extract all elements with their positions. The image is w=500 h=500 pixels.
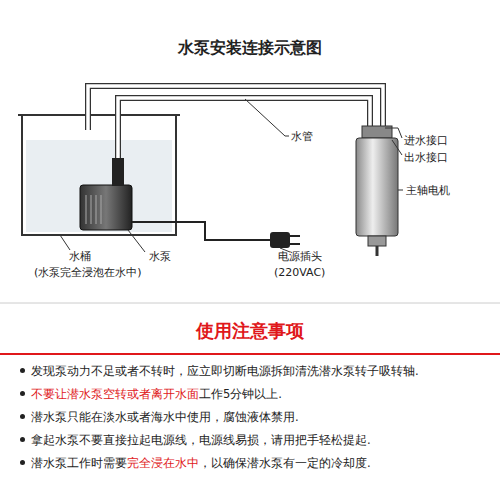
water-pipe: [88, 86, 383, 130]
leader-line: [128, 230, 145, 252]
section-heading: 使用注意事项: [196, 320, 304, 342]
diagram-title: 水泵安装连接示意图: [178, 38, 322, 57]
bullet: [20, 460, 25, 465]
water-pipe: [118, 98, 370, 160]
part-label: 主轴电机: [406, 184, 450, 197]
part-label: 电源插头: [278, 250, 322, 263]
note-line: 发现泵动力不足或者不转时，应立即切断电源拆卸清洗潜水泵转子吸转轴.: [20, 365, 419, 379]
part-label: 进水接口: [404, 134, 448, 147]
leader-line: [385, 128, 402, 138]
pump-grille: [86, 195, 101, 224]
part-label: 水泵: [149, 250, 171, 263]
svg-part: [96, 195, 97, 224]
note-text: 拿起水泵不要直接拉起电源线，电源线易损，请用把手轻松提起.: [31, 433, 371, 447]
bullet: [20, 414, 25, 419]
power-cord: [132, 222, 272, 240]
bullet: [20, 437, 25, 442]
leader-line: [60, 235, 70, 250]
svg-part: [101, 195, 102, 224]
note-text: 工作5分钟以上.: [199, 387, 282, 401]
svg-part: [91, 195, 92, 224]
red-rule: [0, 353, 500, 355]
plug-pin: [290, 235, 300, 237]
bullet: [20, 368, 25, 373]
water: [26, 140, 172, 232]
note-line: 潜水泵工作时需要完全浸在水中，以确保潜水泵有一定的冷却度.: [20, 457, 371, 471]
part-label: 水桶: [69, 250, 91, 263]
note-text: 发现泵动力不足或者不转时，应立即切断电源拆卸清洗潜水泵转子吸转轴.: [31, 364, 419, 378]
water-pipe-inner: [118, 98, 370, 160]
note-line: 不要让潜水泵空转或者离开水面工作5分钟以上.: [20, 388, 282, 402]
bucket: [22, 115, 176, 235]
spindle-motor: [356, 138, 398, 236]
note-text: ，以确保潜水泵有一定的冷却度.: [199, 456, 371, 470]
plug-pin: [290, 243, 300, 245]
water-pipe-inner: [88, 86, 383, 130]
pump-body: [80, 185, 132, 230]
leader-line: [245, 99, 289, 136]
plug-body: [270, 232, 290, 248]
svg-part: [60, 99, 403, 252]
note-text: 潜水泵工作时需要: [31, 456, 127, 470]
bullet: [20, 391, 25, 396]
svg-part: [86, 195, 87, 224]
part-label: 出水接口: [404, 151, 448, 164]
note-line: 拿起水泵不要直接拉起电源线，电源线易损，请用把手轻松提起.: [20, 434, 371, 448]
part-note: (水泵完全浸泡在水中): [34, 266, 142, 279]
warning-text: 完全浸在水中: [127, 456, 199, 470]
pipe-label: 水管: [291, 130, 313, 143]
leader-line: [392, 140, 402, 155]
leader-line: [398, 190, 403, 191]
motor-nose: [368, 236, 386, 246]
separator: [0, 303, 500, 304]
bucket-rim: [18, 114, 180, 116]
spindle: [376, 246, 379, 256]
pump-outlet: [112, 158, 124, 186]
note-text: 潜水泵只能在淡水或者海水中使用，腐蚀液体禁用.: [31, 410, 299, 424]
voltage-label: (220VAC): [274, 266, 325, 279]
warning-text: 不要让潜水泵空转或者离开水面: [31, 387, 199, 401]
note-line: 潜水泵只能在淡水或者海水中使用，腐蚀液体禁用.: [20, 411, 299, 425]
